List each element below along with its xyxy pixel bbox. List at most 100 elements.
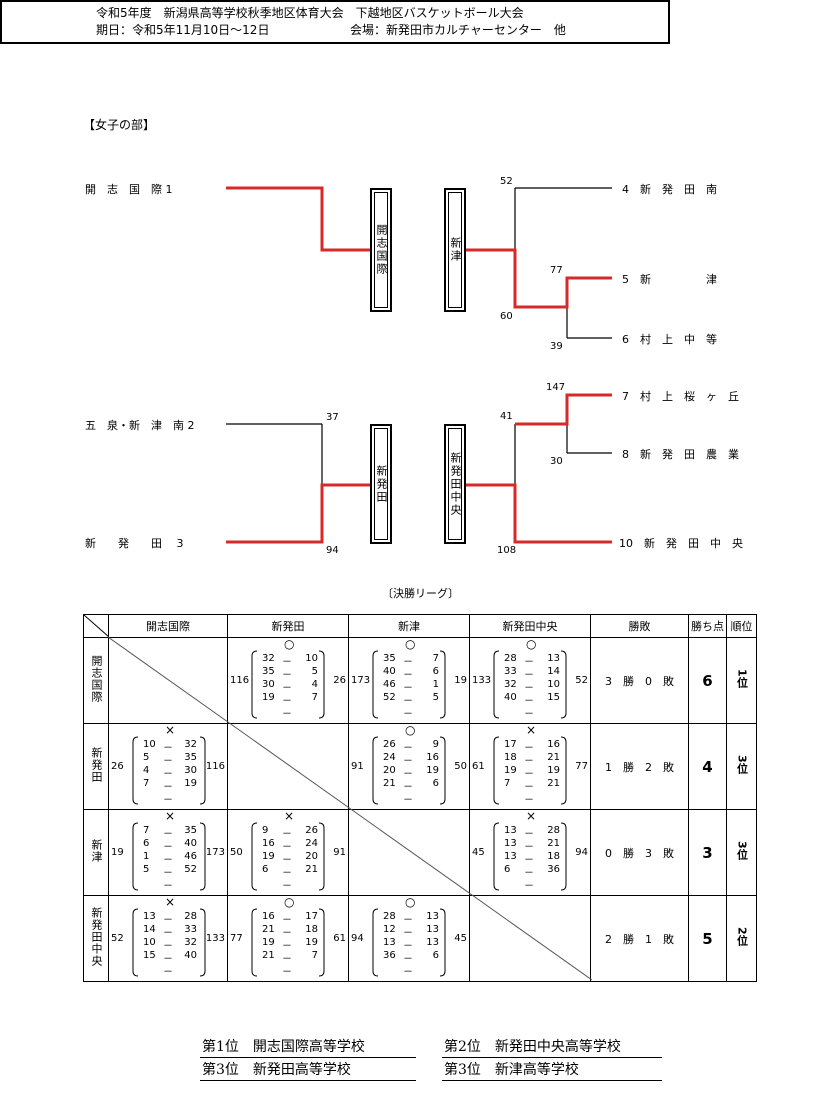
right-bracket	[560, 650, 567, 718]
quarter-right: 19	[547, 764, 560, 776]
score-brackets	[493, 822, 567, 890]
quarter-right: 28	[547, 824, 560, 836]
total-left: 45	[472, 846, 485, 858]
quarter-left: 9	[262, 824, 269, 836]
quarter-right: 15	[547, 691, 560, 703]
quarter-right: 40	[184, 949, 197, 961]
winner-box-kaishi: 開志国際	[370, 188, 392, 312]
left-bracket	[251, 650, 258, 718]
bracket-lines	[226, 186, 612, 544]
quarter-left: 5	[143, 751, 150, 763]
quarter-dash: －	[282, 695, 292, 707]
score-60: 60	[500, 311, 513, 322]
advance-shibata	[226, 483, 370, 544]
quarter-right: 21	[547, 751, 560, 763]
quarter-right: 18	[547, 850, 560, 862]
quarter-left: 21	[383, 777, 396, 789]
row-team: 新発田中央	[83, 895, 109, 982]
quarter-left: 16	[262, 837, 275, 849]
quarter-left: 19	[504, 764, 517, 776]
rank: 1位	[726, 637, 757, 724]
quarter-dash: －	[403, 914, 413, 926]
overtime-dash: －	[282, 880, 292, 892]
corner-cell	[83, 614, 109, 638]
quarter-dash: －	[524, 841, 534, 853]
col-header: 新津	[348, 614, 470, 638]
quarter-dash: －	[163, 742, 173, 754]
quarter-left: 35	[262, 665, 275, 677]
result-mark: ○	[405, 722, 416, 737]
total-right: 45	[454, 932, 467, 944]
quarter-left: 19	[262, 850, 275, 862]
quarter-right: 14	[547, 665, 560, 677]
quarter-right: 35	[184, 824, 197, 836]
rank: 2位	[726, 895, 757, 982]
quarter-right: 24	[305, 837, 318, 849]
score-52: 52	[500, 176, 513, 187]
right-bracket	[560, 736, 567, 804]
quarter-left: 5	[143, 863, 150, 875]
score-brackets	[132, 822, 206, 890]
score-brackets	[372, 736, 446, 804]
quarter-dash: －	[403, 953, 413, 965]
quarter-left: 33	[504, 665, 517, 677]
left-bracket	[132, 908, 139, 976]
total-left: 77	[230, 932, 243, 944]
total-right: 116	[205, 760, 225, 772]
quarter-left: 16	[262, 910, 275, 922]
diagonal-cell	[469, 895, 591, 982]
points: 5	[688, 895, 727, 982]
total-right: 26	[333, 674, 346, 686]
total-left: 19	[111, 846, 124, 858]
team-murakami-chuto: 6 村 上 中 等	[622, 333, 717, 346]
col-header: 開志国際	[108, 614, 228, 638]
result-mark: ×	[284, 808, 295, 823]
left-bracket	[493, 736, 500, 804]
overtime-dash: －	[524, 708, 534, 720]
quarter-right: 10	[547, 678, 560, 690]
team-kaishi: 開 志 国 際 1	[85, 183, 173, 196]
result-mark: ×	[526, 808, 537, 823]
advance-shibata-chuo	[466, 483, 612, 544]
row-team: 開志国際	[83, 637, 109, 724]
score-brackets	[493, 650, 567, 718]
winner-box-shibata: 新発田	[370, 424, 392, 544]
quarter-right: 21	[305, 863, 318, 875]
quarter-right: 35	[184, 751, 197, 763]
quarter-left: 6	[504, 863, 511, 875]
rank: 3位	[726, 809, 757, 896]
right-bracket	[199, 908, 206, 976]
team-murakami-sakuragaoka: 7 村 上 桜 ヶ 丘	[622, 390, 739, 403]
result-2nd: 第2位 新発田中央高等学校	[442, 1036, 662, 1058]
quarter-left: 28	[504, 652, 517, 664]
right-bracket	[560, 822, 567, 890]
quarter-dash: －	[282, 927, 292, 939]
quarter-dash: －	[524, 669, 534, 681]
left-bracket	[493, 822, 500, 890]
right-bracket	[318, 822, 325, 890]
quarter-dash: －	[524, 867, 534, 879]
quarter-dash: －	[403, 742, 413, 754]
right-bracket	[439, 650, 446, 718]
quarter-left: 32	[262, 652, 275, 664]
team-gosen-niitsu-minami: 五 泉・新 津 南 2	[85, 419, 195, 432]
quarter-dash: －	[163, 841, 173, 853]
total-right: 50	[454, 760, 467, 772]
result-mark: ○	[284, 636, 295, 651]
total-right: 133	[205, 932, 225, 944]
total-right: 77	[575, 760, 588, 772]
quarter-right: 16	[547, 738, 560, 750]
quarter-dash: －	[163, 940, 173, 952]
quarter-right: 7	[311, 691, 318, 703]
quarter-left: 40	[504, 691, 517, 703]
record: 1 勝 2 敗	[590, 723, 689, 810]
quarter-right: 30	[184, 764, 197, 776]
quarter-right: 19	[184, 777, 197, 789]
result-mark: ×	[165, 722, 176, 737]
quarter-right: 13	[426, 910, 439, 922]
